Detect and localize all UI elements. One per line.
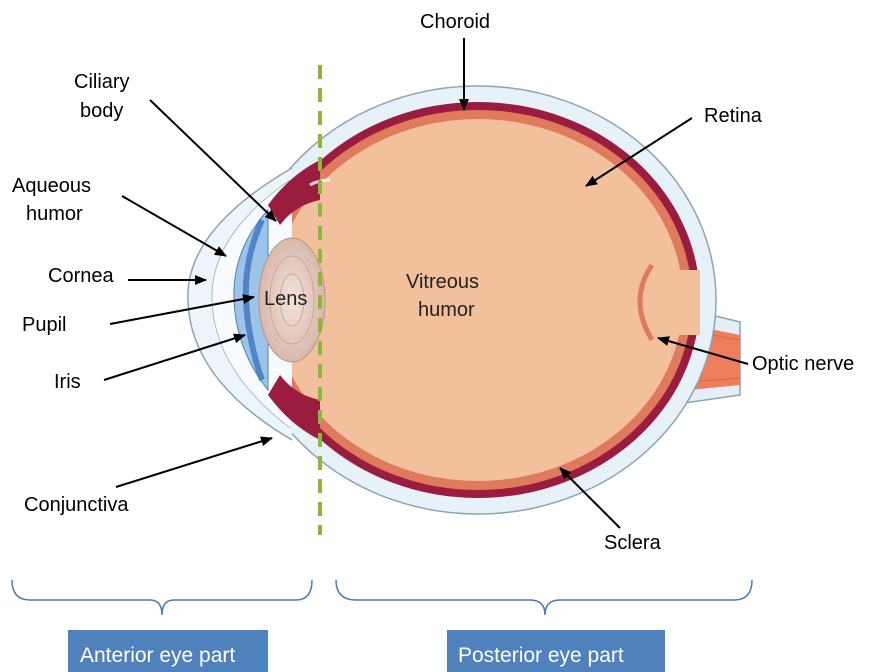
choroid-label: Choroid: [420, 11, 490, 33]
posterior-label: Posterior eye part: [458, 644, 624, 667]
optic-nerve-label: Optic nerve: [752, 353, 854, 375]
lens-label: Lens: [264, 288, 307, 310]
anterior-bracket: [12, 580, 312, 615]
conjunctiva-label: Conjunctiva: [24, 494, 129, 516]
vitreous-body: [273, 119, 683, 481]
anterior-segment: [188, 160, 330, 440]
vitreous-label-line1: Vitreous: [406, 271, 479, 293]
aqueous-label-line2: humor: [26, 203, 83, 225]
retina-label: Retina: [704, 105, 763, 127]
aqueous-arrow: [122, 196, 226, 256]
anterior-label: Anterior eye part: [80, 644, 235, 667]
posterior-bracket: [336, 580, 752, 615]
vitreous-label-line2: humor: [418, 299, 475, 321]
conjunctiva-arrow: [116, 438, 272, 487]
pupil-label: Pupil: [22, 314, 66, 336]
ciliary-label-line2: body: [80, 100, 123, 122]
ciliary-arrow: [150, 100, 276, 221]
ciliary-label-line1: Ciliary: [74, 71, 130, 93]
aqueous-label-line1: Aqueous: [12, 175, 91, 197]
cornea-label: Cornea: [48, 265, 114, 287]
iris-label: Iris: [54, 371, 81, 393]
sclera-label: Sclera: [604, 532, 662, 554]
